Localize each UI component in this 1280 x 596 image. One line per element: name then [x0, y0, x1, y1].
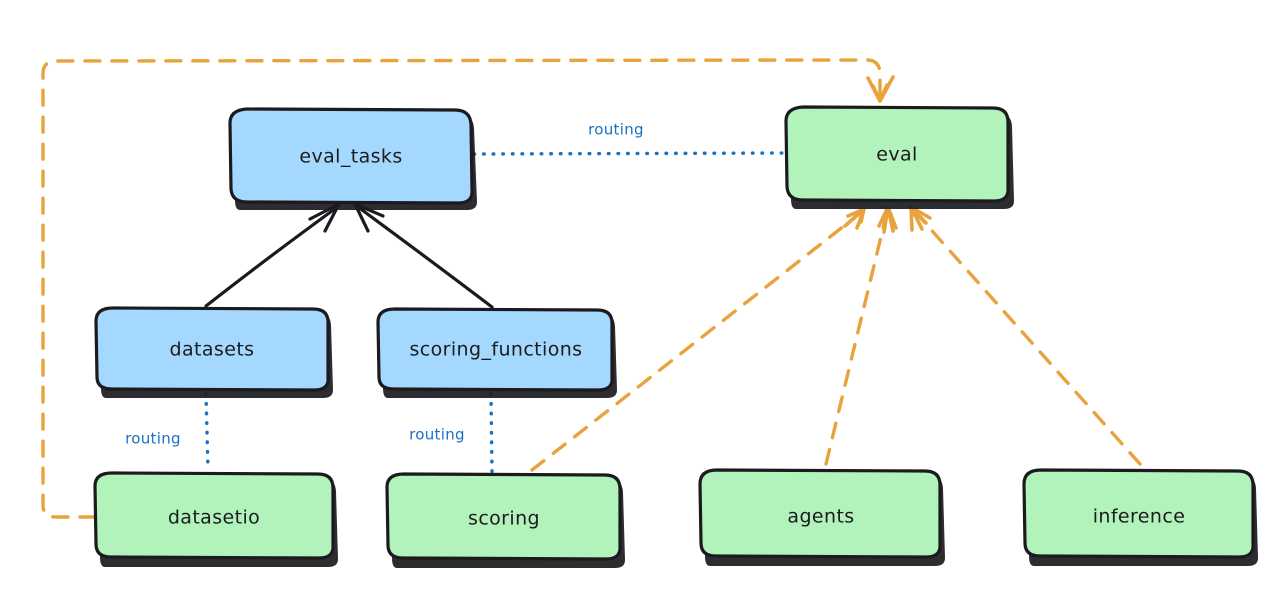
edge-datasets-to-eval_tasks	[204, 202, 341, 308]
node-label-datasets: datasets	[170, 339, 255, 361]
node-scoring[interactable]: scoring	[385, 472, 625, 568]
node-agents[interactable]: agents	[698, 468, 945, 566]
edge-inference-to-eval	[909, 205, 1142, 466]
node-eval_tasks[interactable]: eval_tasks	[228, 107, 477, 210]
edge-datasetio-to-eval	[41, 58, 895, 519]
edge-datasets-to-datasetio-routing	[204, 392, 210, 472]
node-label-eval: eval	[876, 144, 917, 166]
node-eval[interactable]: eval	[784, 105, 1014, 209]
node-scoring_functions[interactable]: scoring_functions	[376, 307, 617, 398]
edge-agents-to-eval	[824, 205, 898, 466]
node-datasetio[interactable]: datasetio	[93, 471, 338, 567]
edge-label-routing-eval: routing	[588, 121, 644, 139]
edge-eval_tasks-to-eval-routing	[472, 151, 788, 156]
node-datasets[interactable]: datasets	[94, 306, 333, 398]
node-label-scoring_functions: scoring_functions	[410, 339, 583, 361]
node-label-datasetio: datasetio	[168, 507, 260, 529]
edge-scoring_functions-to-eval_tasks	[353, 202, 494, 309]
edge-label-routing-scoring: routing	[409, 426, 465, 444]
edge-scoring_functions-to-scoring-routing	[489, 392, 494, 474]
node-label-eval_tasks: eval_tasks	[299, 146, 402, 168]
node-label-scoring: scoring	[468, 508, 540, 530]
edge-label-routing-datasetio: routing	[125, 430, 181, 448]
node-label-inference: inference	[1093, 506, 1186, 528]
node-inference[interactable]: inference	[1022, 468, 1258, 566]
node-label-agents: agents	[787, 506, 854, 528]
